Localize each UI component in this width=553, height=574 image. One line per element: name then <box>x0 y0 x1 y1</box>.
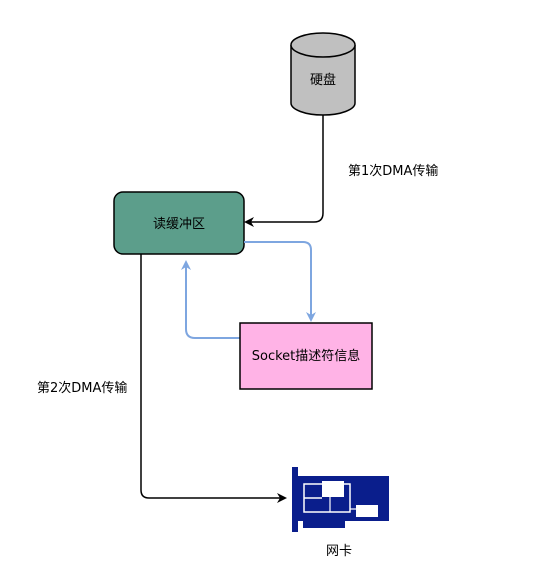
cylinder-database-icon <box>290 32 356 116</box>
socket-descriptor-label: Socket描述符信息 <box>252 348 361 364</box>
dma1-arrow <box>244 115 324 227</box>
dma2-label: 第2次DMA传输 <box>37 380 127 396</box>
socket-descriptor-node: Socket描述符信息 <box>239 322 373 390</box>
socket-to-buffer-arrow <box>181 260 240 339</box>
disk-node: 硬盘 <box>290 32 356 116</box>
disk-label: 硬盘 <box>310 72 336 88</box>
buffer-to-socket-arrow <box>244 241 316 322</box>
socket-descriptor-box <box>239 322 373 390</box>
dma1-label: 第1次DMA传输 <box>348 163 438 179</box>
read-buffer-box <box>113 191 245 255</box>
read-buffer-node: 读缓冲区 <box>113 191 245 255</box>
network-card-icon <box>292 467 389 532</box>
nic-label: 网卡 <box>326 544 352 559</box>
read-buffer-label: 读缓冲区 <box>153 217 205 232</box>
dma2-arrow <box>140 254 287 503</box>
